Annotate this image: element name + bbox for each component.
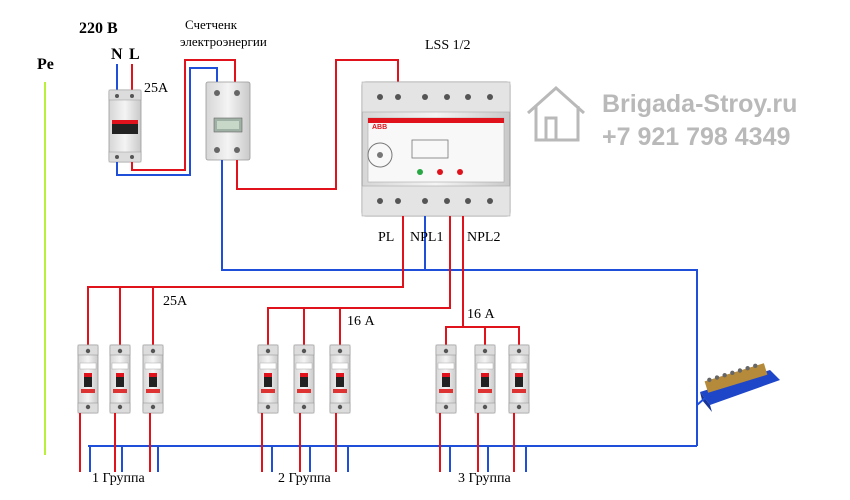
- npl1-output-wire: [267, 216, 451, 345]
- relay-brand-label: ABB: [372, 124, 388, 131]
- watermark-phone: +7 921 798 4349: [602, 123, 791, 151]
- group3-label: 3 Группа: [458, 471, 511, 486]
- voltage-label: 220 В: [79, 20, 118, 37]
- energy-meter: [205, 81, 251, 161]
- group3-breakers: [435, 344, 530, 414]
- phase-breaker-to-meter: [131, 59, 236, 171]
- neutral-meter-to-bus: [221, 160, 698, 446]
- phase-meter-to-relay: [236, 59, 399, 190]
- terminal-npl1-label: NPL1: [410, 230, 444, 245]
- busbar-link: [696, 397, 706, 406]
- group1-label: 1 Группа: [92, 471, 145, 486]
- group1-breakers: [77, 344, 164, 414]
- neutral-breaker-to-meter: [116, 67, 218, 176]
- group2-breakers: [257, 344, 351, 414]
- meter-title-line2: электроэнергии: [180, 34, 267, 49]
- group3-rating: 16 А: [467, 307, 495, 322]
- output-phase-wires: [79, 413, 515, 472]
- neutral-label: N: [111, 46, 123, 63]
- npl2-bus: [446, 326, 520, 345]
- watermark-site: Brigada-Stroy.ru: [602, 90, 798, 118]
- terminal-pl-label: PL: [378, 230, 395, 245]
- group2-rating: 16 А: [347, 314, 375, 329]
- neutral-busbar: [700, 363, 780, 412]
- ground-label: Pe: [37, 56, 54, 73]
- main-breaker-rating: 25A: [144, 81, 169, 96]
- meter-title-line1: Счетченк: [185, 17, 238, 32]
- house-icon: [527, 85, 585, 142]
- npl2-output-wire: [445, 216, 464, 345]
- main-breaker: [108, 89, 142, 163]
- pl-output-wire: [87, 216, 404, 345]
- terminal-npl2-label: NPL2: [467, 230, 501, 245]
- group1-rating: 25A: [163, 294, 188, 309]
- line-label: L: [129, 46, 140, 63]
- load-shedding-relay: [361, 81, 511, 217]
- output-neutral-wires: [89, 446, 527, 472]
- group2-label: 2 Группа: [278, 471, 331, 486]
- relay-model-label: LSS 1/2: [425, 38, 471, 53]
